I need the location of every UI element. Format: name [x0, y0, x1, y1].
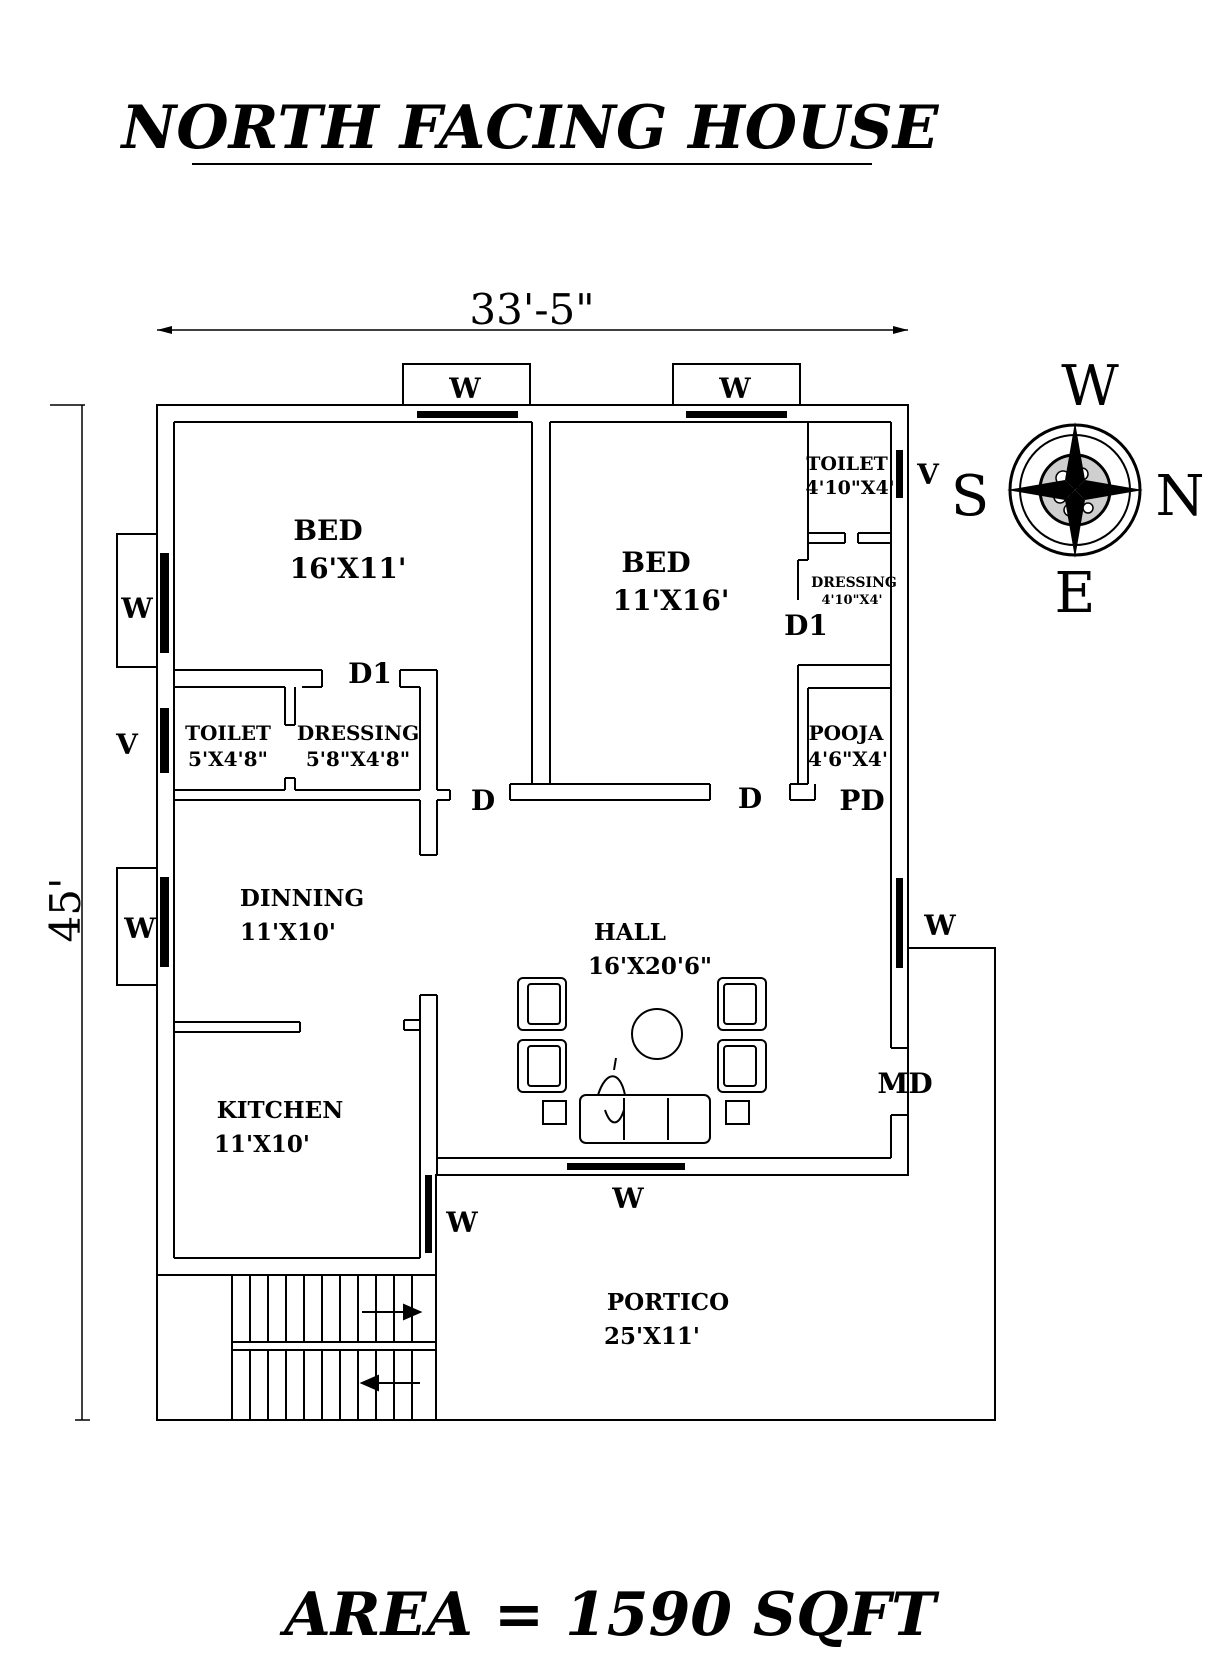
compass-right-label: N [1156, 464, 1205, 529]
width-label: 33'-5" [469, 285, 594, 334]
width-dimension: 33'-5" [157, 285, 908, 334]
bed1-size: 16'X11' [290, 552, 407, 585]
hall-furniture [517, 977, 767, 1144]
dressing1-name: DRESSING [811, 575, 897, 591]
compass-top-label: W [1061, 354, 1119, 419]
ventilator-label: V [916, 458, 940, 491]
depth-dimension: 45' [41, 404, 90, 1421]
window-projections [116, 363, 801, 986]
portico-name: PORTICO [607, 1289, 729, 1316]
door1-label: D1 [348, 657, 392, 690]
dressing2-name: DRESSING [297, 721, 419, 745]
walls [156, 404, 996, 1421]
window-marks [160, 411, 903, 1253]
toilet1-size: 4'10"X4' [805, 477, 894, 499]
portico-size: 25'X11' [604, 1323, 700, 1350]
dressing2-size: 5'8"X4'8" [306, 747, 410, 771]
window-label: W [445, 1206, 478, 1239]
kitchen-name: KITCHEN [217, 1097, 343, 1124]
window-label: W [718, 372, 751, 405]
plan-title: NORTH FACING HOUSE [120, 93, 940, 163]
staircase [231, 1274, 437, 1421]
pooja-name: POOJA [809, 721, 884, 745]
window-label: W [448, 372, 481, 405]
compass-rose: W S N E [951, 354, 1205, 626]
window-label: W [123, 912, 156, 945]
room-labels: BED 16'X11' BED 11'X16' TOILET 4'10"X4' … [185, 453, 897, 1350]
area-label: AREA = 1590 SQFT [279, 1580, 940, 1650]
door1-label: D1 [784, 609, 828, 642]
window-label: W [923, 909, 956, 942]
window-label: W [120, 592, 153, 625]
door-label: D [471, 784, 495, 817]
compass-left-label: S [951, 464, 989, 529]
door-label: D [738, 782, 762, 815]
depth-label: 45' [41, 878, 90, 943]
pooja-size: 4'6"X4' [808, 747, 888, 771]
window-label: W [611, 1182, 644, 1215]
toilet1-name: TOILET [806, 453, 888, 475]
kitchen-size: 11'X10' [214, 1131, 310, 1158]
opening-labels: W W W W W W W V V D1 D1 D D PD MD [115, 372, 956, 1239]
main-door-label: MD [877, 1067, 932, 1100]
dressing1-size: 4'10"X4' [821, 593, 882, 608]
dinning-name: DINNING [240, 885, 364, 912]
ventilator-label: V [115, 728, 139, 761]
hall-size: 16'X20'6" [588, 953, 712, 980]
compass-bottom-label: E [1055, 561, 1096, 626]
toilet2-name: TOILET [185, 721, 271, 745]
bed1-name: BED [293, 514, 362, 547]
dinning-size: 11'X10' [240, 919, 336, 946]
hall-name: HALL [594, 919, 666, 946]
toilet2-size: 5'X4'8" [188, 747, 268, 771]
bed2-name: BED [621, 546, 690, 579]
pooja-door-label: PD [839, 784, 884, 817]
bed2-size: 11'X16' [613, 584, 730, 617]
